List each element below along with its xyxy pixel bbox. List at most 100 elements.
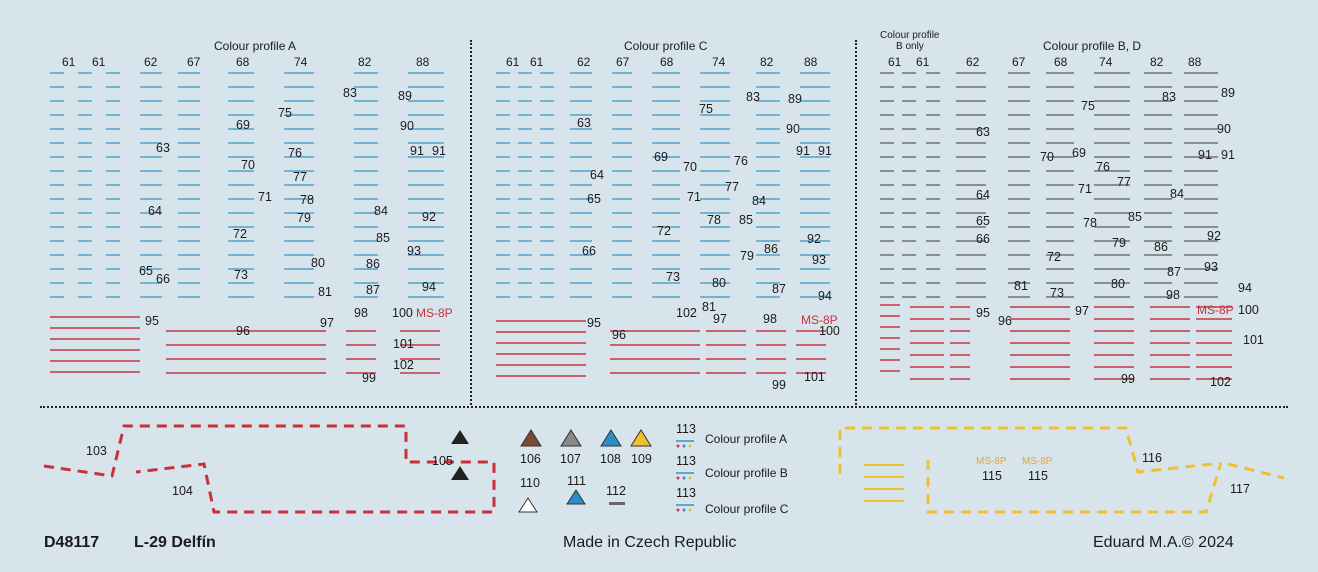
footer-made: Made in Czech Republic	[563, 534, 737, 551]
c-decal-79: 79	[740, 249, 754, 263]
a-decal-87: 87	[366, 283, 380, 297]
decal-108: 108	[600, 452, 621, 466]
bd-col-68: 68	[1054, 55, 1068, 69]
c-decal-77: 77	[725, 180, 739, 194]
decal-113-b: 113	[676, 454, 696, 468]
c-decal-102: 102	[676, 306, 697, 320]
a-decal-79: 79	[297, 211, 311, 225]
a-decal-80: 80	[311, 256, 325, 270]
c-decal-69: 69	[654, 150, 668, 164]
a-decal-70: 70	[241, 158, 255, 172]
a-decal-91: 91	[432, 144, 446, 158]
decal-106: 106	[520, 452, 541, 466]
decal-115-b: 115	[1028, 469, 1048, 483]
bd-decal-66: 66	[976, 232, 990, 246]
bd-decal-95: 95	[976, 306, 990, 320]
c-decal-98: 98	[763, 312, 777, 326]
a-col-74: 74	[294, 55, 308, 69]
bd-decal-96: 96	[998, 314, 1012, 328]
c-col-88: 88	[804, 55, 818, 69]
bd-decal-80: 80	[1111, 277, 1125, 291]
c-col-61: 61	[530, 55, 544, 69]
bd-decal-76: 76	[1096, 160, 1110, 174]
triangle-105a-icon	[451, 430, 469, 444]
bar-112-icon	[609, 502, 625, 505]
triangle-109-icon	[630, 429, 652, 447]
decal-107: 107	[560, 452, 581, 466]
a-col-82: 82	[358, 55, 372, 69]
a-decal-86: 86	[366, 257, 380, 271]
decal-111: 111	[567, 474, 587, 488]
a-decal-96: 96	[236, 324, 250, 338]
a-decal-89: 89	[398, 89, 412, 103]
bd-decal-72: 72	[1047, 250, 1061, 264]
a-decal-64: 64	[148, 204, 162, 218]
c-decal-63: 63	[577, 116, 591, 130]
c-decal-92: 92	[807, 232, 821, 246]
bd-decal-86: 86	[1154, 240, 1168, 254]
ms8p-label-c: MS-8P	[801, 313, 838, 327]
bd-decal-77: 77	[1117, 175, 1131, 189]
divider-c-bd	[855, 40, 857, 405]
a-decal-101: 101	[393, 337, 414, 351]
c-col-62: 62	[577, 55, 591, 69]
panel-bd-title: Colour profile B, D	[1043, 39, 1142, 53]
a-col-67: 67	[187, 55, 201, 69]
c-decal-95: 95	[587, 316, 601, 330]
divider-a-c	[470, 40, 472, 405]
bd-decal-73: 73	[1050, 286, 1064, 300]
legend-profile-b: Colour profile B	[705, 466, 788, 480]
decal-116: 116	[1142, 451, 1162, 465]
c-decal-99: 99	[772, 378, 786, 392]
a-col-88: 88	[416, 55, 430, 69]
bd-decal-75: 75	[1081, 99, 1095, 113]
panel-a-title: Colour profile A	[214, 39, 297, 53]
bd-decal-65: 65	[976, 214, 990, 228]
ms8p-yellow-1: MS-8P	[976, 456, 1007, 467]
c-decal-91: 91	[796, 144, 810, 158]
a-decal-71: 71	[258, 190, 272, 204]
c-decal-66: 66	[582, 244, 596, 258]
ms8p-yellow-2: MS-8P	[1022, 456, 1053, 467]
a-decal-90: 90	[400, 119, 414, 133]
c-decal-64: 64	[590, 168, 604, 182]
legend-profile-c: Colour profile C	[705, 502, 789, 516]
bd-decal-91: 91	[1198, 148, 1212, 162]
bd-col-61: 61	[916, 55, 930, 69]
c-decal-94: 94	[818, 289, 832, 303]
a-decal-81: 81	[318, 285, 332, 299]
triangle-107-icon	[560, 429, 582, 447]
bd-decal-97: 97	[1075, 304, 1089, 318]
bd-decal-84: 84	[1170, 187, 1184, 201]
decal-104: 104	[172, 484, 193, 498]
bd-decal-94: 94	[1238, 281, 1252, 295]
bd-decal-85: 85	[1128, 210, 1142, 224]
bd-decal-90: 90	[1217, 122, 1231, 136]
a-decal-85: 85	[376, 231, 390, 245]
c-decal-72: 72	[657, 224, 671, 238]
bd-col-82: 82	[1150, 55, 1164, 69]
a-decal-77: 77	[293, 170, 307, 184]
c-col-68: 68	[660, 55, 674, 69]
c-decal-91: 91	[818, 144, 832, 158]
bd-decal-87: 87	[1167, 265, 1181, 279]
a-decal-73: 73	[234, 268, 248, 282]
c-decal-65: 65	[587, 192, 601, 206]
decal-105: 105	[432, 454, 453, 468]
bd-decal-79: 79	[1112, 236, 1126, 250]
a-decal-84: 84	[374, 204, 388, 218]
c-decal-85: 85	[739, 213, 753, 227]
a-decal-97: 97	[320, 316, 334, 330]
c-col-67: 67	[616, 55, 630, 69]
c-col-74: 74	[712, 55, 726, 69]
bd-col-88: 88	[1188, 55, 1202, 69]
panel-bd-subtitle2: B only	[896, 41, 924, 52]
bd-decal-91: 91	[1221, 148, 1235, 162]
a-decal-102: 102	[393, 358, 414, 372]
decal-113-c: 113	[676, 486, 696, 500]
bd-decal-63: 63	[976, 125, 990, 139]
c-decal-80: 80	[712, 276, 726, 290]
a-decal-94: 94	[422, 280, 436, 294]
